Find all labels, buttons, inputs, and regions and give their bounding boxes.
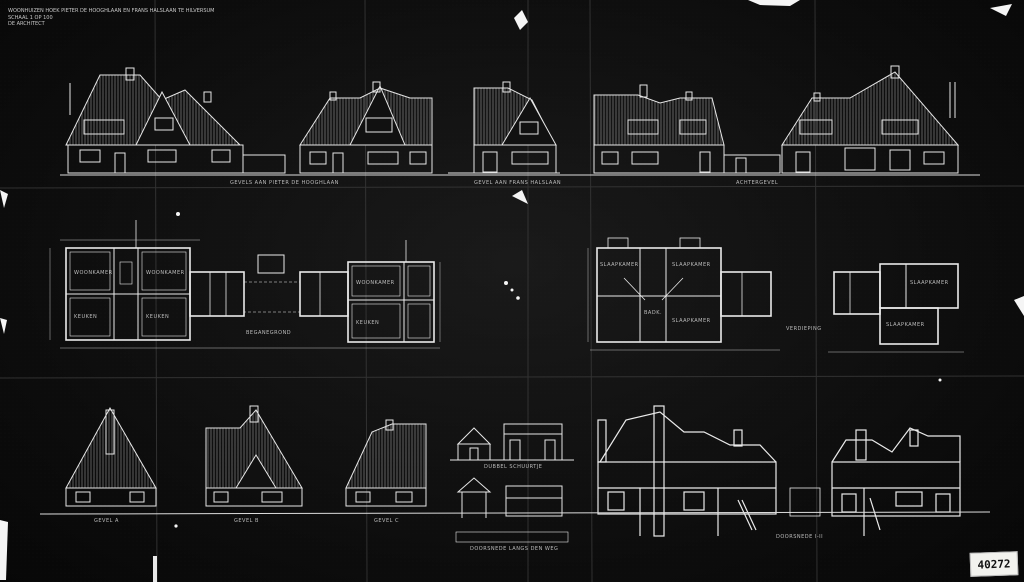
title-line-3: DE ARCHITECT [8, 21, 45, 27]
title-line-1: WOONHUIZEN HOEK PIETER DE HOOGHLAAN EN F… [8, 8, 215, 14]
side-elevations [65, 405, 427, 507]
room-label: SLAAPKAMER [910, 280, 949, 286]
title-block: WOONHUIZEN HOEK PIETER DE HOOGHLAAN EN F… [8, 8, 214, 28]
label-gevel-frans: GEVEL AAN FRANS HALSLAAN [474, 180, 562, 186]
label-gevel-pieter: GEVELS AAN PIETER DE HOOGHLAAN [230, 180, 339, 186]
dimension-lines-begane-grond [49, 239, 441, 349]
room-label: SLAAPKAMER [600, 262, 639, 268]
archive-number-label: 40272 [969, 551, 1019, 577]
room-label: KEUKEN [74, 314, 98, 320]
label-dubbel-schuurtje: DUBBEL SCHUURTJE [484, 464, 543, 470]
room-label: WOONKAMER [146, 270, 185, 276]
elevation-pieter-de-hooghlaan [65, 67, 433, 174]
label-begane-grond: BEGANEGROND [246, 330, 292, 336]
room-label: SLAAPKAMER [886, 322, 925, 328]
dimension-lines-verdieping [587, 248, 964, 353]
elevation-achtergevel [593, 65, 960, 174]
room-label: BADK. [644, 310, 663, 316]
label-achtergevel: ACHTERGEVEL [736, 180, 779, 186]
schuurtje-drawings [450, 423, 574, 543]
plan-begane-grond [65, 220, 435, 343]
elevation-frans-halslaan [448, 81, 560, 174]
label-gevel-b: GEVEL B [234, 518, 259, 524]
room-label: SLAAPKAMER [672, 262, 711, 268]
label-doorsnede-schuur: DOORSNEDE LANGS DEN WEG [470, 546, 559, 552]
label-doorsneden: DOORSNEDE I-II [776, 534, 824, 540]
room-label: KEUKEN [146, 314, 170, 320]
label-gevel-c: GEVEL C [374, 518, 399, 524]
room-label: WOONKAMER [356, 280, 395, 286]
plan-verdieping [596, 237, 959, 345]
room-label: SLAAPKAMER [672, 318, 711, 324]
room-label: WOONKAMER [74, 270, 113, 276]
label-gevel-a: GEVEL A [94, 518, 119, 524]
label-verdieping: VERDIEPING [786, 326, 822, 332]
room-label: KEUKEN [356, 320, 380, 326]
title-line-2: SCHAAL 1 OP 100 [8, 14, 53, 21]
sections-doorsnede [597, 405, 961, 537]
